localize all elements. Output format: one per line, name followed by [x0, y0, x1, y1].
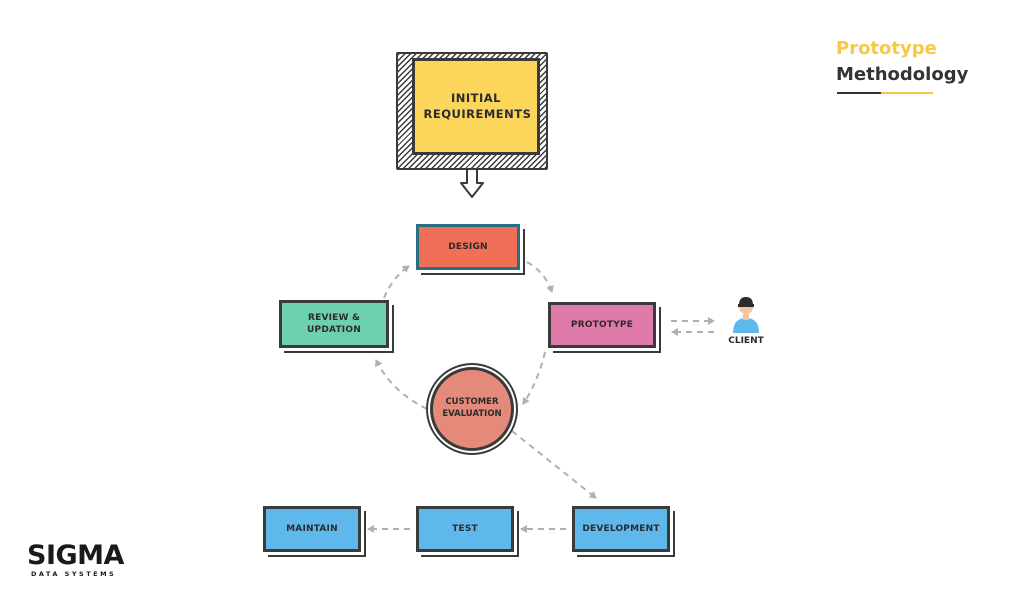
- maintain-box: MAINTAIN: [263, 506, 361, 552]
- arrow-prototype-to-evaluation: [522, 351, 546, 405]
- initial-requirements-label: INITIAL REQUIREMENTS: [423, 90, 532, 121]
- heading-methodology: Methodology: [836, 64, 969, 85]
- prototype-label: PROTOTYPE: [570, 319, 634, 330]
- development-box: DEVELOPMENT: [572, 506, 670, 552]
- prototype-box: PROTOTYPE: [548, 302, 656, 348]
- test-label: TEST: [452, 523, 478, 534]
- review-updation-label: REVIEW & UPDATION: [307, 312, 361, 335]
- arrow-evaluation-to-review: [375, 359, 428, 410]
- design-box: DESIGN: [416, 224, 520, 270]
- heading-prototype: Prototype: [836, 38, 937, 59]
- arrow-review-to-design: [383, 265, 410, 299]
- logo-wordmark: SIGMA: [27, 540, 124, 571]
- initial-requirements-box: INITIAL REQUIREMENTS: [412, 58, 540, 155]
- down-arrow-icon: [460, 167, 484, 198]
- customer-evaluation-circle: CUSTOMER EVALUATION: [430, 367, 514, 451]
- development-label: DEVELOPMENT: [582, 523, 660, 534]
- client-label: CLIENT: [728, 336, 764, 346]
- client-person-icon: [733, 297, 759, 333]
- arrow-evaluation-to-development: [511, 430, 597, 499]
- heading-underline: [837, 92, 933, 94]
- review-updation-box: REVIEW & UPDATION: [279, 300, 389, 348]
- test-box: TEST: [416, 506, 514, 552]
- design-label: DESIGN: [448, 241, 488, 252]
- logo-tagline: DATA SYSTEMS: [31, 570, 117, 578]
- arrow-design-to-prototype: [526, 261, 554, 293]
- customer-evaluation-label: CUSTOMER EVALUATION: [442, 397, 502, 419]
- maintain-label: MAINTAIN: [286, 523, 338, 534]
